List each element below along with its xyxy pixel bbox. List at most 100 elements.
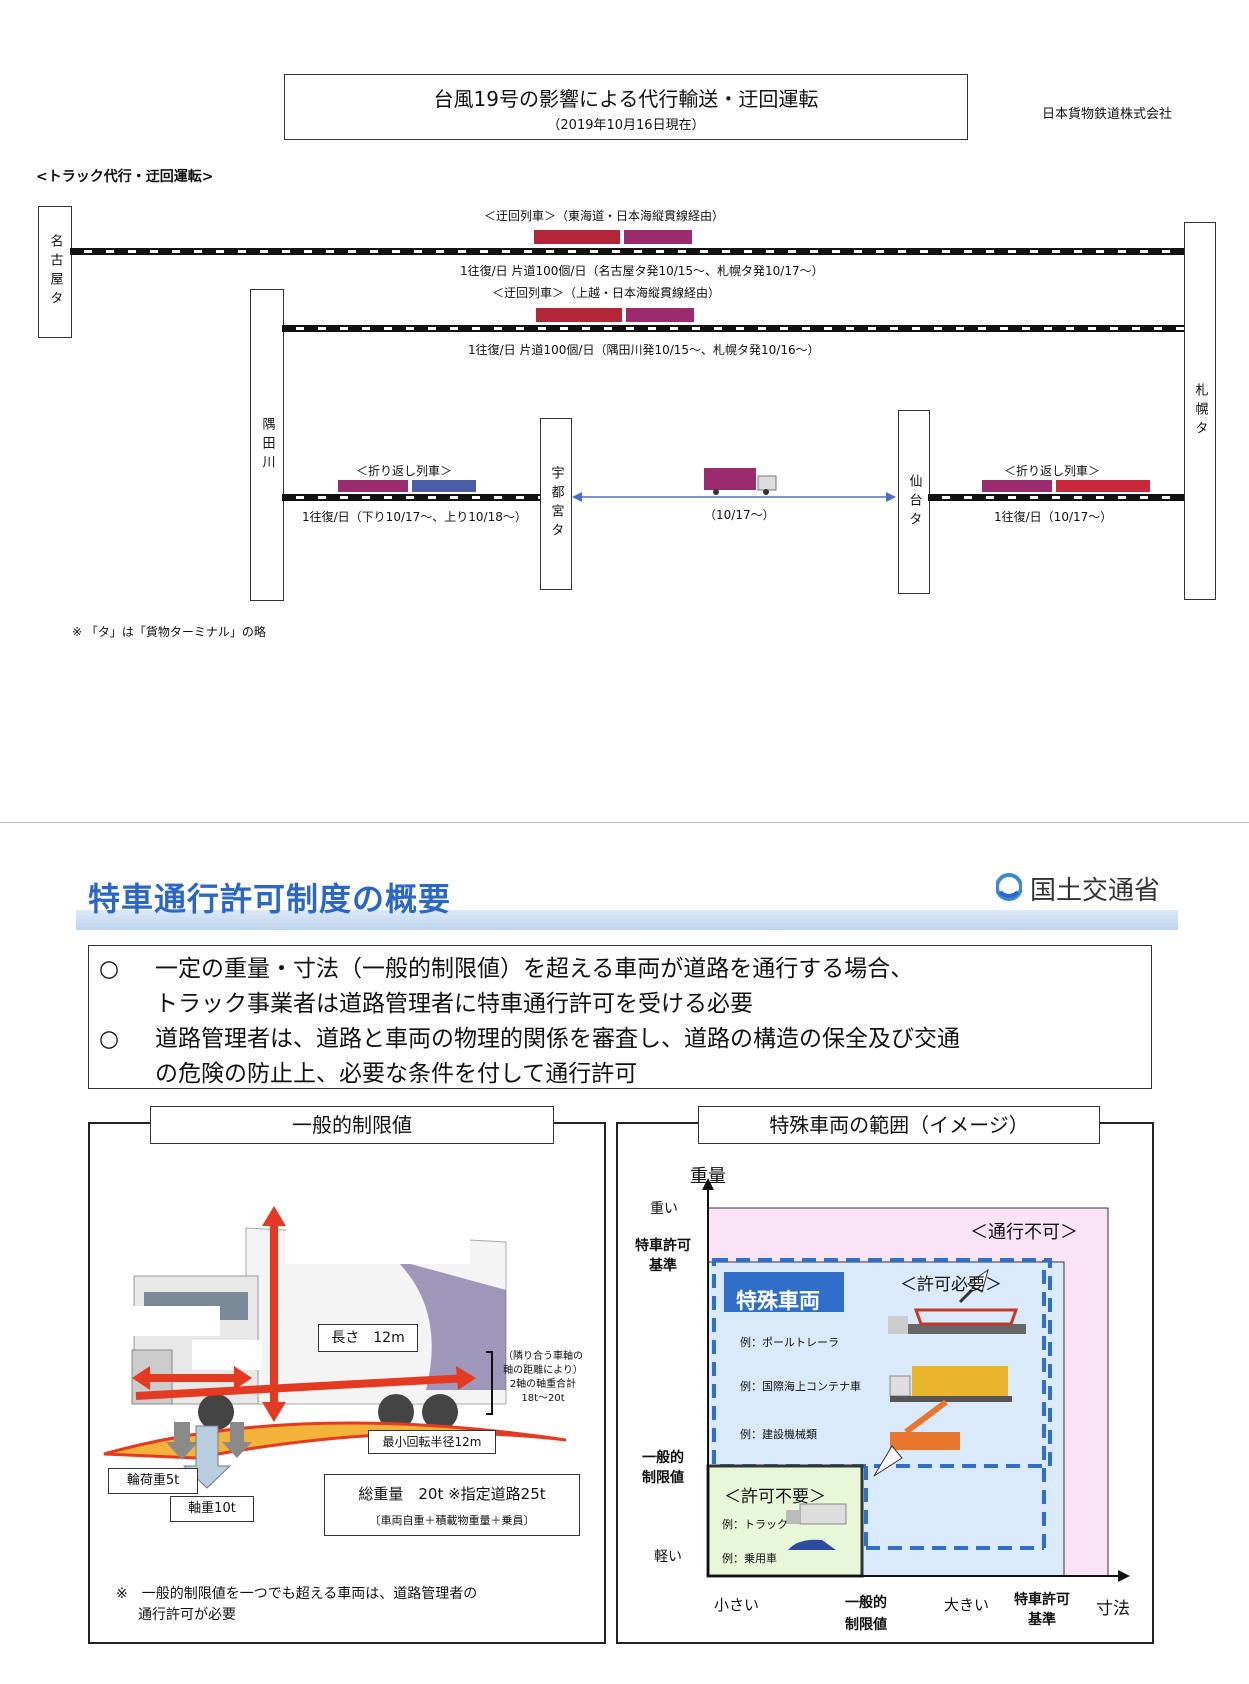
shuttle-left-title: ＜折り返し列車＞ (356, 464, 453, 478)
example-pole-trailer: 例：ポールトレーラ (740, 1336, 839, 1349)
station-nagoya: 名古屋タ (38, 206, 72, 338)
section-title: 特車通行許可制度の概要 (88, 880, 452, 918)
x-axis-label: 寸法 (1096, 1599, 1130, 1619)
truck-icon (786, 1503, 847, 1525)
wheel-rear-1 (378, 1394, 414, 1430)
gross-weight-box: 総重量 20t ※指定道路25t 〔車両自重＋積載物重量＋乗員〕 (324, 1474, 580, 1536)
example-car: 例：乗用車 (722, 1552, 777, 1565)
y-axis-label: 重量 (690, 1166, 726, 1187)
wheel-front (198, 1394, 234, 1430)
y-permit-line: 特車許可 (635, 1238, 691, 1254)
wheel-load-label: 輪荷重5t (108, 1468, 198, 1494)
y-permit-line: 基準 (649, 1258, 677, 1274)
bullet-mark: ○ (99, 956, 120, 982)
station-utsunomiya: 宇都宮タ (540, 418, 572, 590)
shuttle-left-detail: 1往復/日（下り10/17～、上り10/18～） (302, 510, 527, 524)
train-icon (536, 308, 694, 322)
y-heavy-label: 重い (650, 1201, 678, 1217)
ministry-name: 国土交通省 (1030, 876, 1161, 906)
axle-note-line: 18t～20t (521, 1393, 565, 1404)
y-general-label: 一般的 制限値 (626, 1448, 700, 1488)
ministry-logo-icon (995, 872, 1023, 906)
route2-train (536, 306, 696, 328)
shuttle-right-title: ＜折り返し列車＞ (1004, 464, 1101, 478)
title-box: 台風19号の影響による代行輸送・迂回運転 （2019年10月16日現在） (284, 74, 968, 140)
no-permit-label: ＜許可不要＞ (724, 1487, 826, 1507)
shuttle-left-train (338, 478, 478, 498)
truck-detail: （10/17～） (704, 508, 775, 522)
note-line1: ※ 一般的制限値を一つでも超える車両は、道路管理者の (116, 1586, 478, 1602)
bullet2-line2: の危険の防止上、必要な条件を付して通行許可 (155, 1061, 638, 1087)
x-general-label: 一般的 制限値 (836, 1592, 896, 1636)
bullet2-line1: 道路管理者は、道路と車両の物理的関係を審査し、道路の構造の保全及び交通 (155, 1026, 960, 1052)
truck-cab (757, 475, 777, 491)
x-large-label: 大きい (944, 1596, 990, 1614)
shuttle-left-rail (282, 494, 540, 501)
intro-box: ○ 一定の重量・寸法（一般的制限値）を超える車両が道路を通行する場合、 トラック事… (88, 945, 1152, 1089)
truck-illustration (96, 1190, 596, 1514)
wheel-load-arrow (166, 1422, 198, 1460)
x-general-line: 制限値 (845, 1617, 887, 1633)
y-general-line: 制限値 (642, 1470, 684, 1486)
route2-title: ＜迂回列車＞（上越・日本海縦貫線経由） (492, 286, 721, 300)
station-sapporo: 札幌タ (1184, 222, 1216, 600)
shuttle-right-train (982, 478, 1152, 498)
y-general-line: 一般的 (642, 1450, 684, 1466)
wheel-rear-2 (422, 1394, 458, 1430)
axle-note: （隣り合う車軸の 軸の距離により） 2軸の軸重合計 18t～20t (498, 1350, 588, 1406)
route1-train (534, 228, 694, 250)
station-sumidagawa: 隅田川 (250, 289, 284, 601)
document-date: （2019年10月16日現在） (547, 118, 705, 133)
left-panel-title: 一般的制限値 (150, 1106, 554, 1144)
pole-trailer-icon (888, 1308, 1026, 1334)
axle-load-label: 軸重10t (170, 1496, 254, 1522)
x-permit-label: 特車許可 基準 (1002, 1590, 1082, 1630)
route1-rail (70, 248, 1184, 255)
example-container: 例：国際海上コンテナ車 (740, 1380, 861, 1393)
train-icon (534, 230, 692, 244)
container-truck-icon (889, 1366, 1012, 1402)
bullet1-line1: 一定の重量・寸法（一般的制限値）を超える車両が道路を通行する場合、 (155, 956, 914, 982)
x-general-line: 一般的 (845, 1595, 887, 1611)
special-vehicle-badge (724, 1272, 844, 1312)
axle-note-line: （隣り合う車軸の (503, 1351, 583, 1362)
car-icon (788, 1539, 836, 1550)
note-line2: 通行許可が必要 (138, 1607, 236, 1623)
gross-weight-detail: 〔車両自重＋積載物重量＋乗員〕 (369, 1514, 535, 1527)
permit-required-label: ＜許可必要＞ (900, 1275, 1002, 1295)
route2-detail: 1往復/日 片道100個/日（隅田川発10/15～、札幌タ発10/16～） (468, 343, 820, 357)
route1-detail: 1往復/日 片道100個/日（名古屋タ発10/15～、札幌タ発10/17～） (460, 264, 824, 278)
x-small-label: 小さい (714, 1596, 760, 1614)
gross-weight-label: 総重量 20t ※指定道路25t (358, 1485, 546, 1503)
shuttle-right-detail: 1往復/日（10/17～） (994, 510, 1113, 524)
route1-title: ＜迂回列車＞（東海道・日本海縦貫線経由） (484, 209, 725, 223)
right-panel-title: 特殊車両の範囲（イメージ） (698, 1106, 1100, 1144)
special-vehicle-label: 特殊車両 (736, 1289, 820, 1313)
range-diagram (616, 1140, 1152, 1644)
axle-note-line: 2軸の軸重合計 (509, 1379, 577, 1390)
train-icon (338, 480, 476, 492)
route2-rail (282, 325, 1184, 332)
truck-link (570, 462, 898, 536)
length-arrow (135, 1374, 469, 1400)
truck-container (704, 468, 756, 490)
example-construction: 例：建設機械類 (740, 1428, 817, 1441)
page-divider (0, 822, 1249, 823)
prohibited-label: ＜通行不可＞ (970, 1222, 1078, 1243)
x-permit-line: 基準 (1028, 1612, 1056, 1628)
left-panel-note: ※ 一般的制限値を一つでも超える車両は、道路管理者の 通行許可が必要 (116, 1584, 477, 1626)
shuttle-right-rail (928, 494, 1184, 501)
footnote: ※ 「タ」は「貨物ターミナル」の略 (72, 625, 266, 639)
construction-machine-icon (890, 1399, 960, 1450)
turning-radius-arc (103, 1421, 567, 1460)
section-heading: <トラック代行・迂回運転> (36, 169, 214, 185)
y-permit-label: 特車許可 基準 (626, 1236, 700, 1276)
y-light-label: 軽い (654, 1549, 682, 1565)
bullet1-line2: トラック事業者は道路管理者に特車通行許可を受ける必要 (155, 991, 753, 1017)
station-sendai: 仙台タ (898, 410, 930, 594)
company-name: 日本貨物鉄道株式会社 (1042, 107, 1173, 122)
heading-bar (76, 910, 1178, 930)
x-permit-line: 特車許可 (1014, 1592, 1070, 1608)
example-truck: 例：トラック (722, 1518, 788, 1531)
document-title: 台風19号の影響による代行輸送・迂回運転 (433, 87, 819, 111)
